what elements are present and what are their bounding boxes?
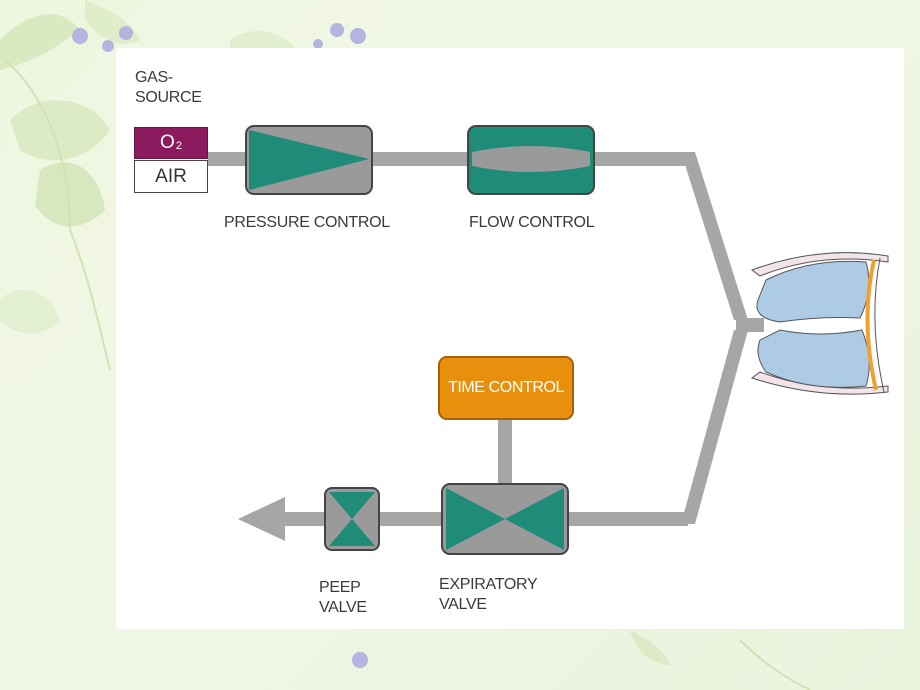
flow-control-label: FLOW CONTROL — [469, 214, 595, 231]
time-control-label: TIME CONTROL — [447, 379, 565, 396]
gas-source-label-line2: SOURCE — [135, 89, 202, 106]
peep-valve-label-line2: VALVE — [319, 599, 367, 616]
lungs-icon — [750, 252, 889, 395]
o2-subscript: 2 — [175, 140, 182, 152]
flow-control-valve — [467, 125, 595, 195]
purple-dot-decoration — [72, 23, 368, 668]
time-control-box: TIME CONTROL — [438, 356, 574, 420]
gas-source-label-line1: GAS- — [135, 69, 173, 86]
expiratory-valve-label-line2: VALVE — [439, 596, 487, 613]
air-label: AIR — [155, 165, 187, 187]
peep-valve-label-line1: PEEP — [319, 579, 361, 596]
expiratory-pipe — [283, 318, 764, 526]
vine-leaf-decoration — [0, 0, 811, 690]
expiratory-valve-label-line1: EXPIRATORY — [439, 576, 538, 593]
expiratory-valve-body — [441, 483, 569, 555]
peep-valve-body — [324, 487, 380, 551]
exhaust-arrow — [238, 497, 285, 541]
inspiratory-pipe — [208, 152, 748, 320]
ventilator-diagram — [208, 125, 889, 555]
pressure-control-label: PRESSURE CONTROL — [224, 214, 390, 231]
o2-label: O — [160, 132, 175, 153]
air-source-box: AIR — [134, 160, 208, 193]
pressure-control-valve — [245, 125, 373, 195]
